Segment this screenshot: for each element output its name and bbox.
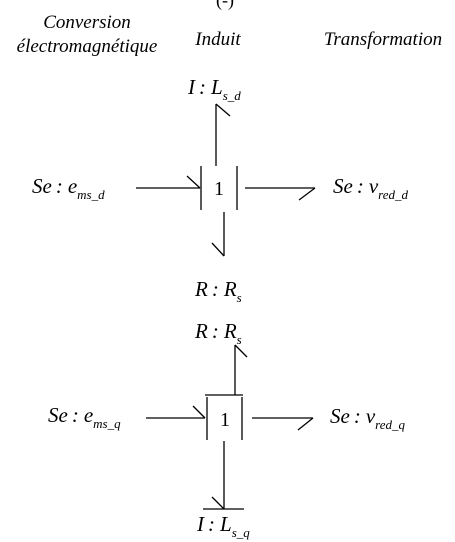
q-bond-right	[252, 417, 314, 431]
d-junction: 1	[200, 166, 238, 210]
d-bond-up	[215, 103, 231, 166]
q-top-label: R:Rs	[194, 319, 242, 347]
q-right-label: Se:vred_q	[330, 404, 406, 432]
q-junction-label: 1	[220, 409, 230, 431]
header-transformation: Transformation	[324, 29, 442, 50]
d-left-label: Se:ems_d	[32, 174, 105, 202]
d-top-label: I:Ls_d	[187, 75, 241, 103]
d-bottom-label: R:Rs	[194, 277, 242, 305]
top-partial-label: (-)	[216, 0, 234, 11]
d-right-label: Se:vred_d	[333, 174, 409, 202]
q-junction: 1	[206, 397, 243, 440]
header-induit: Induit	[194, 29, 241, 50]
q-bond-left	[146, 405, 206, 419]
d-junction-label: 1	[214, 178, 224, 200]
header-conversion-line2: électromagnétique	[17, 36, 158, 57]
q-left-label: Se:ems_q	[48, 403, 121, 431]
q-bond-down	[203, 441, 244, 510]
q-bond-up	[205, 344, 248, 396]
header-conversion-line1: Conversion	[43, 12, 131, 33]
d-bond-left	[136, 175, 201, 189]
q-bottom-label: I:Ls_q	[196, 512, 250, 540]
d-bond-right	[245, 187, 316, 201]
d-bond-down	[211, 212, 225, 257]
